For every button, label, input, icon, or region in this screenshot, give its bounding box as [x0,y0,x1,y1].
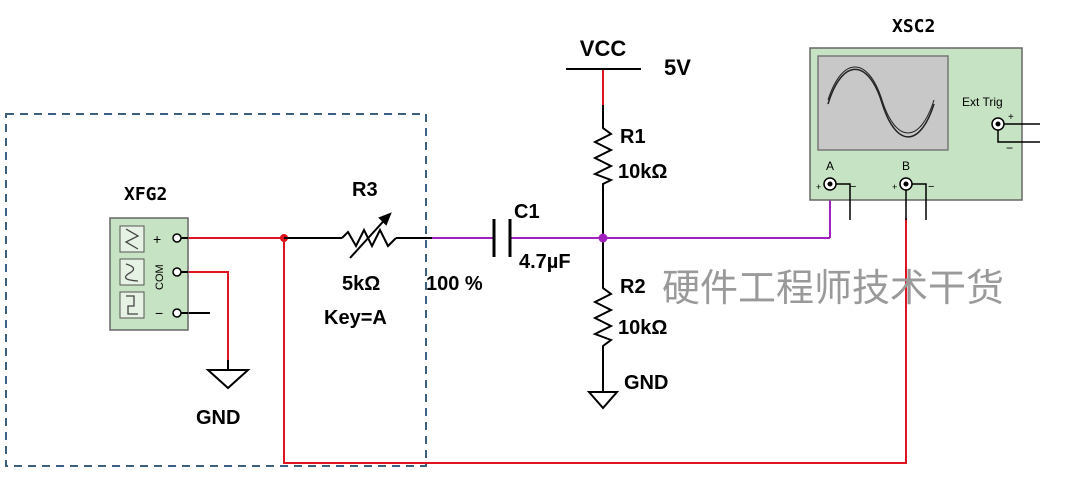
function-generator[interactable]: XFG2 + COM − [109,184,189,331]
gnd-right-label: GND [624,372,668,394]
vcc-value: 5V [664,55,691,80]
svg-text:−: − [1006,141,1013,155]
watermark-text: 硬件工程师技术干货 [662,266,1004,310]
black-wires [186,105,604,392]
gnd-right-symbol [586,391,620,410]
r3-value: 5kΩ [342,273,380,295]
channel-a-label: A [826,159,834,173]
xsc2-label: XSC2 [892,16,935,37]
svg-text:−: − [928,181,934,193]
vcc-label: VCC [580,36,627,61]
r3-percent: 100 % [426,273,483,295]
r2-value: 10kΩ [618,317,667,339]
svg-text:+: + [892,182,897,192]
c1-label: C1 [514,201,540,223]
xfg2-plus-label: + [153,231,161,247]
r2-label: R2 [620,276,646,298]
gnd-left-symbol [205,369,251,390]
svg-text:−: − [850,181,856,193]
gnd-left-label: GND [196,407,240,429]
r1-value: 10kΩ [618,161,667,183]
r3-key: Key=A [324,307,387,329]
ext-trig-label: Ext Trig [962,95,1003,109]
svg-text:+: + [816,182,821,192]
red-wires [186,70,907,464]
c1-capacitor [492,219,512,257]
r3-potentiometer [341,212,397,259]
purple-wires [432,190,831,239]
r1-resistor [592,122,614,188]
r2-resistor [592,282,614,350]
r1-label: R1 [620,126,646,148]
r3-label: R3 [352,179,378,201]
oscilloscope[interactable]: XSC2 Ext Trig A B + − + − + − [809,16,1040,220]
xfg2-com-terminal[interactable] [172,267,182,277]
xfg2-label: XFG2 [124,184,167,205]
channel-b-label: B [902,159,910,173]
sine-trace-icon [827,68,935,138]
junction-dot-purple [598,233,608,243]
svg-text:+: + [1008,112,1014,123]
xfg2-minus-terminal[interactable] [172,308,182,318]
xfg2-minus-label: − [155,305,163,321]
xfg2-plus-terminal[interactable] [172,233,182,243]
dashed-selection-box [5,113,427,467]
c1-value: 4.7µF [519,251,571,273]
xfg2-com-label: COM [154,264,166,290]
